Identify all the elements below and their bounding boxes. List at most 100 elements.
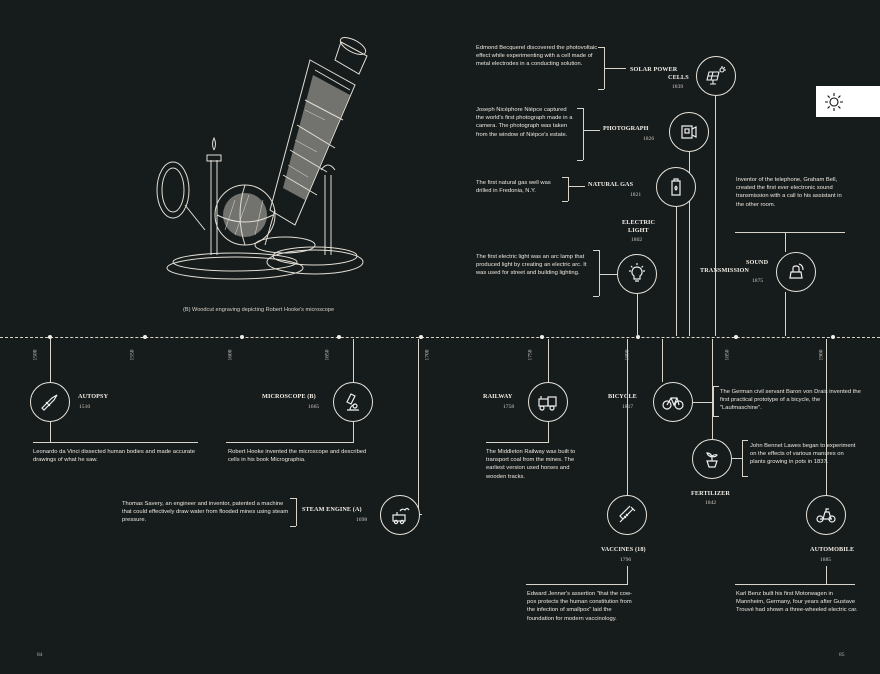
connector-line (662, 339, 663, 382)
connector-line (353, 422, 354, 442)
event-natural-gas (656, 167, 696, 207)
event-bicycle (653, 382, 693, 422)
connector-line (689, 152, 690, 336)
connector-line (599, 274, 617, 275)
connector-line (353, 339, 354, 382)
event-railway (528, 382, 568, 422)
connector-line (735, 584, 855, 585)
telephone-icon (789, 263, 804, 279)
event-year: 1821 (630, 192, 642, 198)
axis-marker (831, 335, 835, 339)
axis-year-label: 1650 (324, 349, 331, 361)
event-description: The Middleton Railway was built to trans… (486, 449, 576, 480)
syringe-icon (619, 505, 636, 523)
event-description: Inventor of the telephone, Graham Bell, … (736, 177, 842, 208)
steam-engine-icon (392, 507, 410, 525)
axis-marker (734, 335, 738, 339)
event-automobile (806, 495, 846, 535)
event-solar-cells (696, 56, 736, 96)
event-description: The German civil servant Baron von Drais… (720, 389, 861, 412)
event-year: 1826 (643, 136, 655, 142)
scalpel-icon (41, 394, 58, 411)
event-title: PHOTOGRAPH (603, 125, 649, 132)
connector-line (637, 294, 638, 336)
connector-line (715, 96, 716, 336)
event-description: The first natural gas well was drilled i… (476, 180, 551, 195)
event-fertilizer (692, 439, 732, 479)
event-sound-transmission (776, 252, 816, 292)
event-title: FERTILIZER (691, 490, 730, 497)
event-title: NATURAL GAS (588, 181, 634, 188)
figure-caption: (B) Woodcut engraving depicting Robert H… (183, 307, 335, 313)
connector-line (50, 422, 51, 442)
connector-line (742, 440, 748, 441)
connector-line (290, 526, 296, 527)
connector-line (713, 416, 719, 417)
event-title: RAILWAY (483, 393, 513, 400)
event-title-line2: LIGHT (628, 227, 649, 234)
connector-line (676, 207, 677, 336)
axis-year-label: 1850 (724, 349, 731, 361)
event-description: Edmond Becquerel discovered the photovol… (476, 45, 598, 68)
connector-line (693, 402, 713, 403)
connector-line (713, 386, 714, 416)
connector-line (598, 89, 604, 90)
connector-line (568, 186, 585, 187)
event-photograph (669, 112, 709, 152)
axis-marker (419, 335, 423, 339)
event-year: 1698 (356, 517, 368, 523)
connector-line (548, 339, 549, 382)
event-description: Thomas Savery, an engineer and inventor,… (122, 501, 289, 524)
event-title: STEAM ENGINE (A) (302, 506, 362, 513)
event-year: 1875 (752, 278, 764, 284)
event-year: 1510 (79, 404, 91, 410)
event-title-line2: CELLS (668, 74, 689, 81)
microscope-icon (346, 393, 359, 411)
connector-line (296, 498, 297, 526)
axis-year-label: 1500 (32, 349, 39, 361)
event-year: 1842 (705, 500, 717, 506)
axis-year-label: 1550 (129, 349, 136, 361)
solar-panel-icon (706, 66, 726, 85)
event-title: AUTOPSY (78, 393, 109, 400)
car-icon (816, 508, 836, 523)
microscope-engraving (156, 37, 368, 280)
connector-line (583, 108, 584, 160)
event-year: 1839 (672, 84, 684, 90)
page-number-right: 85 (839, 652, 845, 658)
event-vaccines (607, 495, 647, 535)
event-year: 1885 (820, 557, 832, 563)
timeline-axis (0, 337, 880, 338)
connector-line (627, 339, 628, 495)
event-steam-engine (380, 495, 420, 535)
connector-line (562, 201, 568, 202)
axis-marker (636, 335, 640, 339)
light-bulb-icon (629, 263, 645, 282)
connector-line (577, 108, 583, 109)
event-description: Robert Hooke invented the microscope and… (228, 449, 367, 464)
connector-line (548, 422, 549, 442)
bicycle-icon (662, 397, 684, 410)
axis-year-label: 1750 (527, 349, 534, 361)
connector-line (562, 177, 568, 178)
connector-line (826, 339, 827, 495)
plant-pot-icon (706, 452, 718, 468)
connector-line (568, 177, 569, 201)
event-description: The first electric light was an arc lamp… (476, 254, 587, 277)
chapter-badge (816, 86, 880, 117)
connector-line (742, 440, 743, 476)
axis-marker (540, 335, 544, 339)
connector-line (583, 130, 600, 131)
event-title-line1: ELECTRIC (622, 219, 656, 226)
axis-year-label: 1600 (227, 349, 234, 361)
connector-line (598, 47, 604, 48)
connector-line (593, 250, 599, 251)
connector-line (577, 160, 583, 161)
event-description: Edward Jenner's assertion "that the cow-… (527, 591, 632, 622)
connector-line (33, 442, 198, 443)
connector-line (604, 68, 626, 69)
connector-line (785, 292, 786, 336)
sun-icon (825, 92, 843, 111)
connector-line (732, 458, 742, 459)
